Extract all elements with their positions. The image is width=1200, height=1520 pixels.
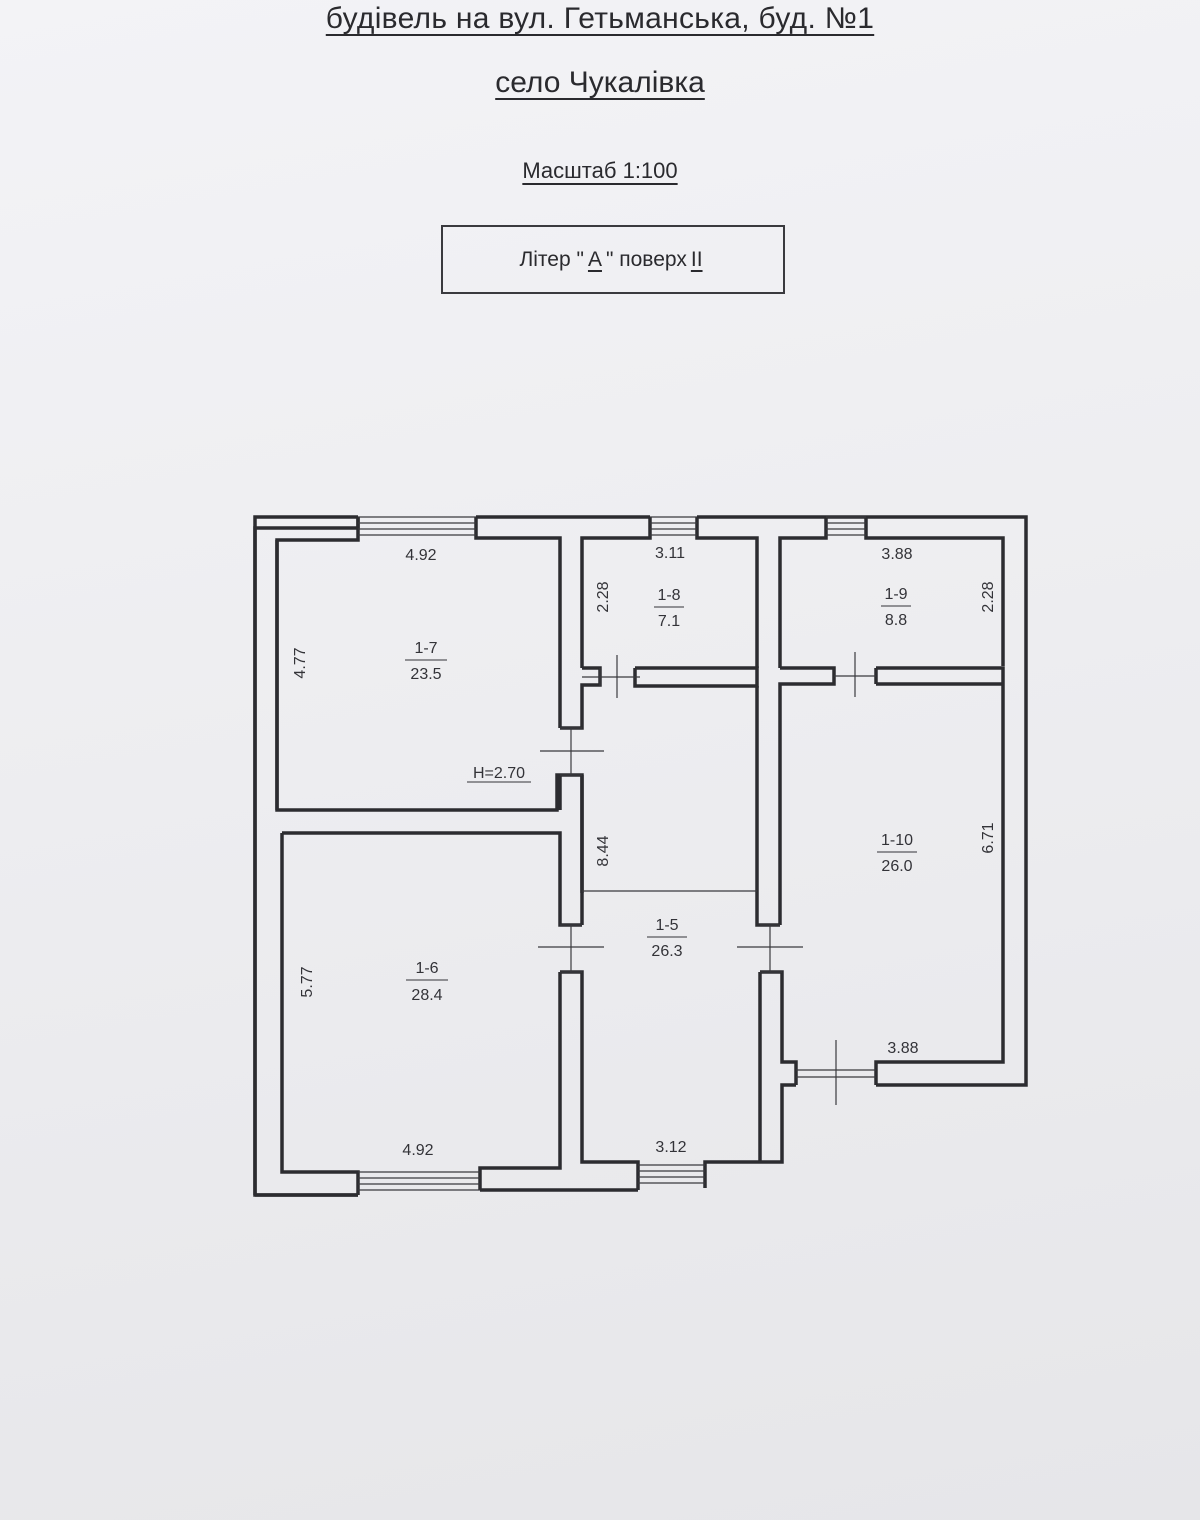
room-1-9-area: 8.8	[885, 612, 907, 629]
room-1-6-walls	[282, 831, 582, 927]
floor-value: II	[690, 247, 703, 271]
dim-1-6-width: 4.92	[402, 1142, 433, 1159]
room-1-7-walls	[275, 540, 584, 893]
door-entrance	[796, 1040, 876, 1105]
window-bottom-1-6	[358, 1171, 480, 1191]
room-1-5-area: 26.3	[651, 943, 682, 960]
room-1-9-bottom-wall-b	[874, 666, 1005, 1085]
room-1-6-outer	[280, 833, 360, 1195]
corridor-right-wall	[755, 686, 780, 927]
room-1-9-id: 1-9	[884, 586, 907, 603]
outer-wall-top-a	[253, 515, 358, 1195]
title-address: будівель на вул. Гетьманська, буд. №1	[325, 2, 875, 35]
window-top-1-9	[826, 516, 866, 536]
room-1-9-bottom-wall	[778, 666, 836, 925]
dim-corridor-height: 8.44	[595, 835, 612, 866]
liter-label: Літер "	[519, 247, 584, 271]
scale-label: Масштаб 1:100	[522, 158, 678, 183]
liter-value: А	[587, 247, 602, 271]
room-labels: 1-7 23.5 1-8 7.1 1-9 8.8 1-10 26.0 1-6 2…	[405, 586, 917, 1004]
room-1-10-id: 1-10	[881, 832, 913, 849]
outer-wall-outline	[253, 517, 360, 1197]
door-1-10	[737, 924, 803, 973]
room-1-6-id: 1-6	[415, 960, 438, 977]
top-wall-left-segment	[275, 517, 360, 810]
door-1-8	[582, 655, 640, 698]
dim-1-10-height: 6.71	[980, 822, 997, 853]
top-wall-mid-segment	[474, 517, 562, 728]
room-1-6-right-wall	[560, 970, 640, 1190]
dim-1-7-width: 4.92	[405, 547, 436, 564]
room-1-8-area: 7.1	[658, 613, 680, 630]
room-1-10-area: 26.0	[881, 858, 912, 875]
door-1-6	[538, 924, 604, 973]
liter-floor-box: Літер " А " поверх II	[441, 225, 785, 294]
windows	[358, 516, 866, 1191]
dim-1-6-height: 5.77	[299, 966, 316, 997]
dim-1-8-height: 2.28	[595, 581, 612, 612]
room-1-7-id: 1-7	[414, 640, 437, 657]
floor-label: " поверх	[605, 247, 687, 271]
top-wall-right-segment	[580, 517, 652, 668]
dim-1-5-width: 3.12	[655, 1139, 686, 1156]
door-1-7	[540, 727, 604, 776]
window-top-1-8	[650, 516, 697, 536]
corridor-right-wall-lower	[760, 970, 798, 1085]
dim-1-10-width: 3.88	[887, 1040, 918, 1057]
ceiling-height: Н=2.70	[473, 765, 525, 782]
dim-1-9-height: 2.28	[980, 581, 997, 612]
dim-1-8-width: 3.11	[655, 545, 685, 562]
dim-1-9-width: 3.88	[881, 546, 912, 563]
room-1-6-right-wall-b	[478, 972, 562, 1190]
walls	[253, 515, 1028, 1197]
window-top-1-7	[358, 516, 476, 536]
room-1-5-id: 1-5	[655, 917, 678, 934]
top-wall-right4-segment	[864, 517, 1005, 666]
top-wall-right2-segment	[695, 517, 759, 668]
door-1-9	[834, 652, 876, 697]
top-wall-right3-segment	[778, 517, 828, 668]
outer-wall-top-right	[826, 515, 1028, 1087]
dim-1-7-height: 4.77	[292, 647, 309, 678]
room-1-7-area: 23.5	[410, 666, 441, 683]
room-1-8-id: 1-8	[657, 587, 680, 604]
outer-wall-bottom-right	[703, 1083, 796, 1188]
title-village: село Чукалівка	[495, 66, 705, 99]
doors	[538, 652, 876, 1105]
room-1-8-bottom-wall	[633, 666, 759, 688]
window-bottom-1-5	[638, 1164, 705, 1184]
dimension-labels: 4.92 3.11 3.88 3.88 4.92 3.12 Н=2.70 4.7…	[292, 545, 997, 1159]
room-1-6-area: 28.4	[411, 987, 442, 1004]
